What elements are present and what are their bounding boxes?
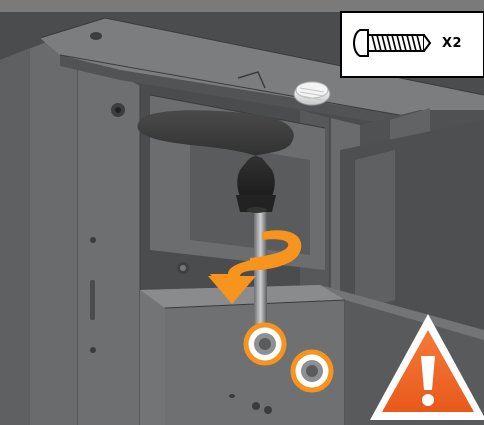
screw-icon	[353, 29, 432, 57]
thumb-screw-knob	[293, 81, 331, 106]
quantity-label: X2	[442, 36, 463, 51]
highlighted-screw-2	[290, 349, 334, 393]
warning-triangle-icon	[370, 314, 484, 420]
part-callout-box	[340, 11, 484, 78]
top-bar	[0, 0, 484, 12]
top-beam	[40, 18, 484, 130]
counter-clockwise-arrow-icon	[208, 230, 302, 304]
highlighted-screw-1	[243, 322, 287, 366]
